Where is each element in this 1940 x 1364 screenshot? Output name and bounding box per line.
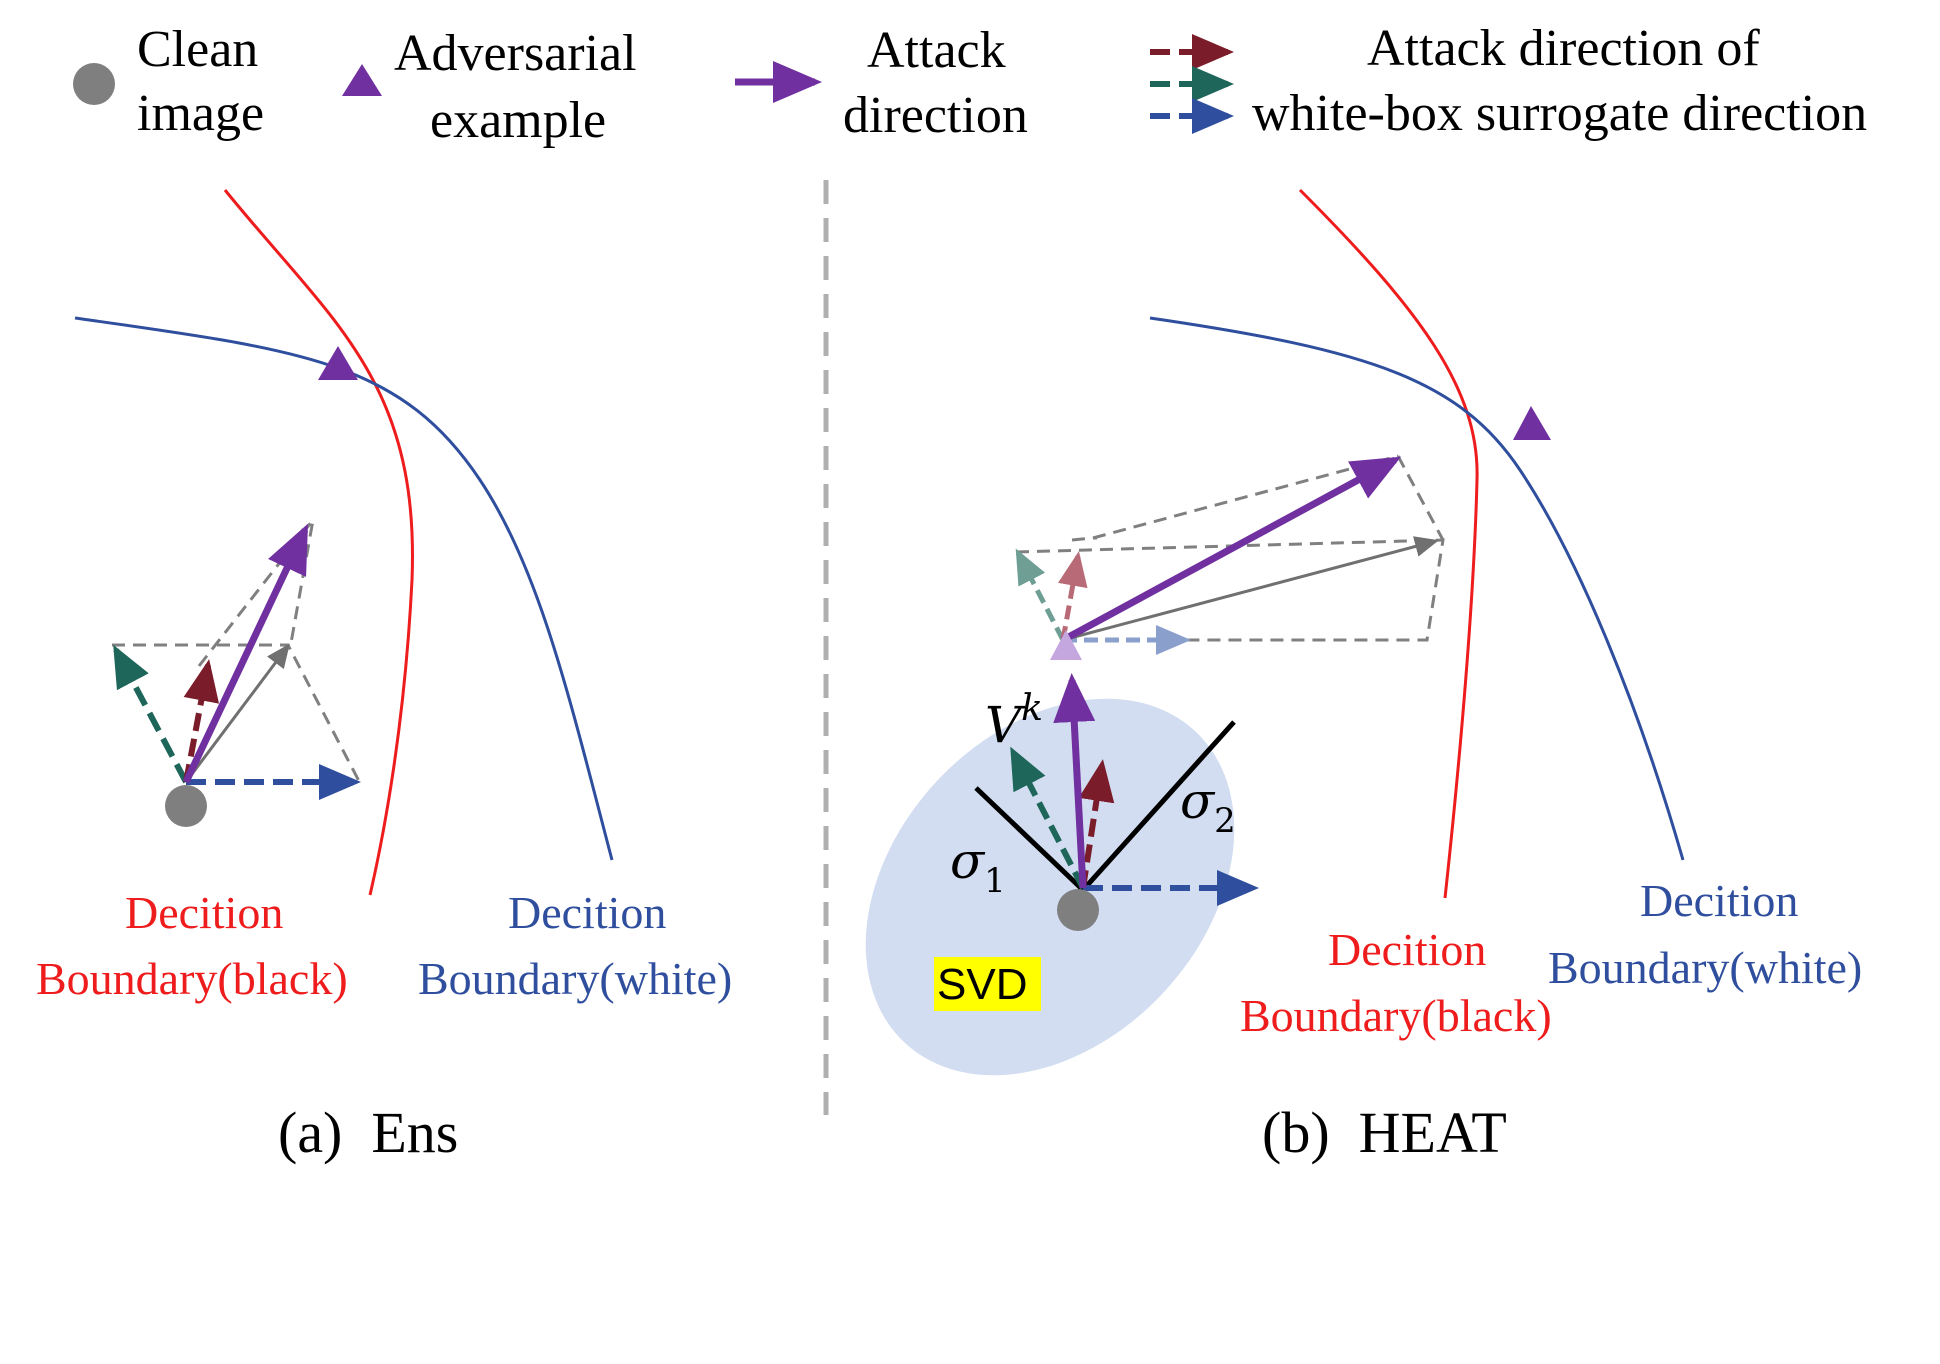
legend-surrogate-line2: white-box surrogate direction xyxy=(1252,85,1867,142)
black-box-boundary-curve xyxy=(1298,188,1479,899)
clean-image-dot xyxy=(1057,889,1099,931)
white-box-boundary-curve xyxy=(74,316,614,861)
white-boundary-label-line2: Boundary(white) xyxy=(1548,942,1862,993)
black-boundary-label-line2: Boundary(black) xyxy=(36,953,348,1004)
intermediate-adversarial-triangle xyxy=(1050,630,1082,660)
legend: Clean image Adversarial example Attack d… xyxy=(73,20,1867,149)
svd-label: SVD xyxy=(937,960,1027,1009)
black-boundary-label-line1: Decition xyxy=(1328,924,1486,975)
clean-image-legend-dot xyxy=(73,63,115,105)
surrogate-green-arrow xyxy=(113,644,189,784)
caption-heat: (b) HEAT xyxy=(1262,1100,1507,1165)
clean-image-dot xyxy=(165,785,207,827)
legend-adversarial-line2: example xyxy=(430,92,606,149)
gray-dashed-edge-right xyxy=(1396,455,1445,541)
svd-highlight xyxy=(934,957,1041,1011)
vk-direction-arrow xyxy=(1053,673,1096,889)
legend-attack-line1: Attack xyxy=(867,22,1006,79)
adversarial-example-legend-triangle xyxy=(342,64,382,96)
attack-direction-arrow xyxy=(1061,456,1402,644)
vk-label: Vk xyxy=(985,688,1043,754)
white-boundary-label-line1: Decition xyxy=(508,887,666,938)
black-boundary-label-line2: Boundary(black) xyxy=(1240,990,1552,1041)
surrogate-red-arrow xyxy=(183,659,220,783)
legend-clean-line2: image xyxy=(137,85,264,142)
gray-dashed-edge-top xyxy=(1092,454,1399,540)
white-boundary-label-line1: Decition xyxy=(1640,875,1798,926)
adversarial-example-triangle xyxy=(318,346,358,380)
black-box-boundary-curve xyxy=(223,189,414,896)
white-boundary-label-line2: Boundary(white) xyxy=(418,953,732,1004)
panel-ens: Decition Boundary(black) Decition Bounda… xyxy=(36,189,732,1165)
legend-adversarial-line1: Adversarial xyxy=(394,25,637,82)
panel-heat: Vk σ1 σ2 SVD Decition Boundary(black) De… xyxy=(865,188,1862,1165)
attack-direction-arrow xyxy=(182,523,309,784)
legend-clean-line1: Clean xyxy=(137,21,258,78)
sigma1-label: σ1 xyxy=(950,832,1006,901)
adversarial-example-triangle xyxy=(1513,406,1551,440)
legend-surrogate-line1: Attack direction of xyxy=(1367,20,1760,77)
surrogate-red-arrow xyxy=(1078,759,1115,889)
black-boundary-label-line1: Decition xyxy=(125,887,283,938)
sigma2-label: σ2 xyxy=(1180,772,1236,841)
white-box-boundary-curve xyxy=(1149,316,1685,861)
legend-attack-line2: direction xyxy=(843,87,1028,144)
surrogate-red-arrow-faded xyxy=(1057,551,1088,641)
gray-resultant-arrow xyxy=(184,643,290,783)
surrogate-green-arrow-faded xyxy=(1015,548,1066,642)
gray-resultant-arrow xyxy=(1062,536,1439,642)
caption-ens: (a) Ens xyxy=(278,1100,458,1165)
